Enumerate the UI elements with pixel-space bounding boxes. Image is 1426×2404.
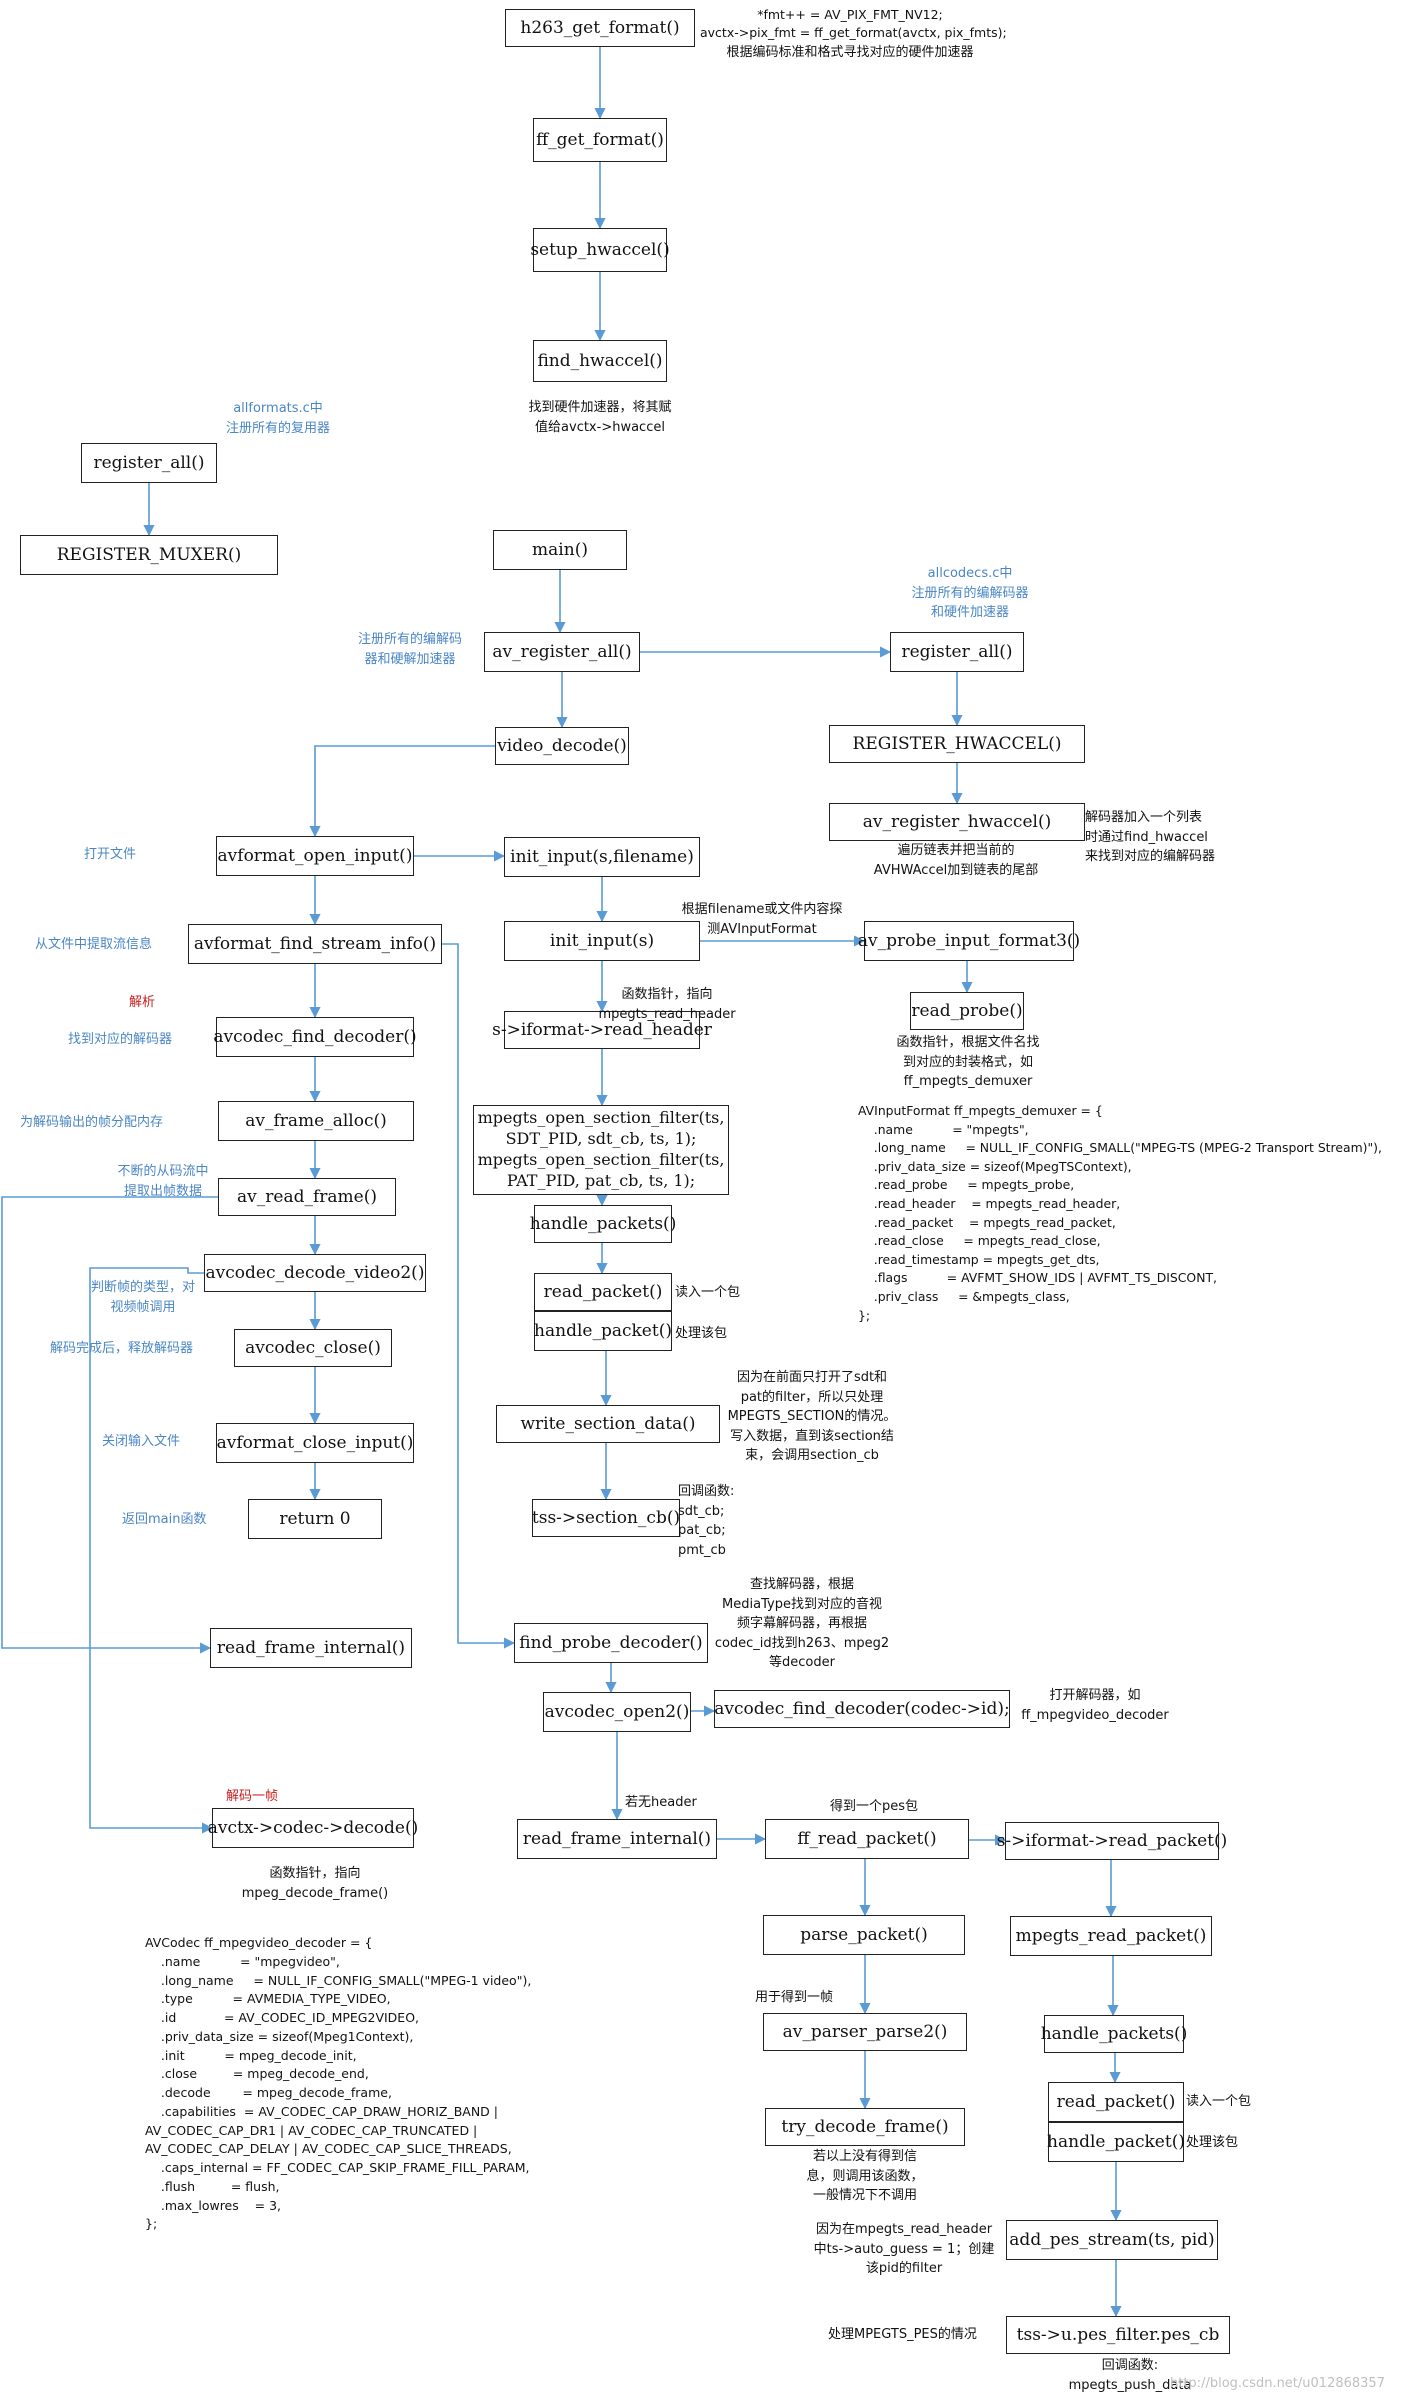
read-one-packet-2-label: 读入一个包 — [1186, 2094, 1252, 2109]
s-iformat-read-packet-box: s->iformat->read_packet() — [997, 1822, 1227, 1860]
probe-note: 根据filename或文件内容探 测AVInputFormat — [681, 902, 843, 937]
func-ptr-note: 函数指针，指向 mpegts_read_header — [598, 987, 736, 1022]
find-decoder-label: 找到对应的解码器 — [68, 1032, 173, 1047]
return-main-label: 返回main函数 — [122, 1512, 207, 1527]
register-muxer-box: REGISTER_MUXER() — [20, 535, 278, 575]
register-all-right-box: register_all() — [890, 632, 1024, 672]
close-input-label: 关闭输入文件 — [102, 1434, 181, 1449]
hwaccel-traverse-note: 遍历链表并把当前的 AVHWAccel加到链表的尾部 — [873, 843, 1039, 878]
h263-get-format-box: h263_get_format() — [505, 9, 695, 47]
av-frame-alloc-box: av_frame_alloc() — [218, 1101, 414, 1141]
avctx-codec-decode-box: avctx->codec->decode() — [208, 1808, 418, 1848]
register-all-left-box: register_all() — [81, 443, 217, 483]
allcodecs-note: allcodecs.c中 注册所有的编解码器 和硬件加速器 — [911, 566, 1029, 620]
fmt-note: *fmt++ = AV_PIX_FMT_NV12; avctx->pix_fmt… — [700, 7, 1007, 41]
handle-this-1-label: 处理该包 — [675, 1326, 728, 1341]
read-frame-internal-1-box: read_frame_internal() — [210, 1628, 412, 1668]
find-decoder-note: 查找解码器，根据 MediaType找到对应的音视 频字幕解码器，再根据 cod… — [714, 1577, 890, 1670]
main-box: main() — [493, 530, 627, 570]
find-hwaccel-note: 找到硬件加速器，将其赋 值给avctx->hwaccel — [528, 400, 672, 435]
av-register-hwaccel-box: av_register_hwaccel() — [829, 803, 1085, 841]
try-decode-frame-box: try_decode_frame() — [765, 2108, 965, 2146]
mpegts-read-packet-box: mpegts_read_packet() — [1010, 1916, 1212, 1956]
write-section-data-box: write_section_data() — [496, 1405, 720, 1443]
read-probe-box: read_probe() — [910, 992, 1024, 1030]
avformat-find-stream-info-box: avformat_find_stream_info() — [188, 924, 442, 964]
av-register-all-box: av_register_all() — [484, 632, 640, 672]
video-decode-box: video_decode() — [495, 727, 629, 765]
push-data-note: 回调函数: mpegts_push_data — [1068, 2358, 1192, 2393]
read-one-packet-1-label: 读入一个包 — [675, 1285, 741, 1300]
avformat-close-input-box: avformat_close_input() — [216, 1423, 414, 1463]
wire-decode-codec — [89, 1267, 214, 1834]
read-header-box: s->iformat->read_header — [492, 1011, 712, 1049]
pes-cb-box: tss->u.pes_filter.pes_cb — [1006, 2316, 1230, 2354]
close-decoder-label: 解码完成后，释放解码器 — [50, 1341, 194, 1356]
alloc-label: 为解码输出的帧分配内存 — [20, 1115, 164, 1130]
allformats-note: allformats.c中 注册所有的复用器 — [225, 401, 330, 436]
handle-packets-1-box: handle_packets() — [530, 1205, 676, 1243]
avcodec-close-box: avcodec_close() — [234, 1329, 392, 1367]
handle-packets-2-box: handle_packets() — [1041, 2015, 1187, 2053]
handle-packet-1-box: handle_packet() — [534, 1311, 672, 1351]
judge-frame-label: 判断帧的类型，对 视频帧调用 — [90, 1280, 195, 1315]
try-decode-note: 若以上没有得到信 息，则调用该函数， 一般情况下不调用 — [806, 2149, 924, 2203]
watermark: http://blog.csdn.net/u012868357 — [1170, 2376, 1385, 2391]
tss-section-cb-box: tss->section_cb() — [532, 1499, 680, 1537]
get-frame-note: 用于得到一帧 — [755, 1990, 834, 2005]
return-0-box: return 0 — [248, 1499, 382, 1539]
parse-packet-box: parse_packet() — [763, 1915, 965, 1955]
av-probe-input-format3-box: av_probe_input_format3() — [858, 921, 1080, 961]
register-codecs-note: 注册所有的编解码 器和硬解加速器 — [357, 632, 462, 667]
read-packet-1-box: read_packet() — [534, 1273, 672, 1311]
avcodec-find-decoder-box: avcodec_find_decoder() — [213, 1017, 417, 1057]
ff-get-format-box: ff_get_format() — [533, 118, 667, 162]
decode-ptr-note: 函数指针，指向 mpeg_decode_frame() — [241, 1866, 389, 1901]
mpegts-pes-note: 处理MPEGTS_PES的情况 — [828, 2327, 977, 2342]
avcodec-find-decoder-id-box: avcodec_find_decoder(codec->id); — [714, 1690, 1010, 1728]
handle-this-2-label: 处理该包 — [1186, 2135, 1239, 2150]
mpegts-open-section-filter-box: mpegts_open_section_filter(ts, SDT_PID, … — [473, 1105, 729, 1195]
mpegvideo-decoder-code: AVCodec ff_mpegvideo_decoder = { .name =… — [145, 1935, 532, 2232]
read-packet-2-box: read_packet() — [1048, 2082, 1184, 2122]
parse-label: 解析 — [129, 995, 156, 1010]
add-pes-stream-box: add_pes_stream(ts, pid) — [1006, 2220, 1218, 2260]
handle-packet-2-box: handle_packet() — [1047, 2122, 1185, 2162]
open-file-label: 打开文件 — [84, 847, 137, 862]
register-hwaccel-box: REGISTER_HWACCEL() — [829, 725, 1085, 763]
av-parser-parse2-box: av_parser_parse2() — [763, 2013, 967, 2051]
callback-note: 回调函数: sdt_cb; pat_cb; pmt_cb — [678, 1484, 735, 1558]
read-frames-label: 不断的从码流中 提取出帧数据 — [117, 1164, 209, 1199]
read-frame-internal-2-box: read_frame_internal() — [517, 1819, 717, 1859]
read-probe-note: 函数指针，根据文件名找 到对应的封装格式，如 ff_mpegts_demuxer — [896, 1035, 1040, 1089]
wire-read-loop — [1, 1196, 218, 1654]
auto-guess-note: 因为在mpegts_read_header 中ts->auto_guess = … — [813, 2222, 995, 2276]
init-input-s-box: init_input(s) — [504, 921, 700, 961]
hwaccel-list-note: 解码器加入一个列表 时通过find_hwaccel 来找到对应的编解码器 — [1085, 810, 1216, 864]
wire-find-probe — [442, 943, 516, 1649]
wire-video-open — [309, 745, 495, 838]
extract-stream-info-label: 从文件中提取流信息 — [35, 937, 153, 952]
avformat-open-input-box: avformat_open_input() — [216, 836, 414, 876]
init-input-filename-box: init_input(s,filename) — [504, 837, 700, 877]
got-pes-note: 得到一个pes包 — [830, 1799, 919, 1814]
no-header-note: 若无header — [625, 1795, 697, 1810]
decode-one-frame-label: 解码一帧 — [226, 1789, 279, 1804]
fmt-note-cn: 根据编码标准和格式寻找对应的硬件加速器 — [726, 45, 974, 60]
find-probe-decoder-box: find_probe_decoder() — [514, 1623, 708, 1663]
av-read-frame-box: av_read_frame() — [218, 1178, 396, 1216]
ff-read-packet-box: ff_read_packet() — [765, 1819, 969, 1859]
avcodec-decode-video2-box: avcodec_decode_video2() — [204, 1254, 426, 1292]
open-decoder-note: 打开解码器，如 ff_mpegvideo_decoder — [1021, 1688, 1169, 1723]
connector-arrows — [1, 47, 1122, 2318]
find-hwaccel-box: find_hwaccel() — [533, 340, 667, 382]
mpegts-demuxer-code: AVInputFormat ff_mpegts_demuxer = { .nam… — [858, 1103, 1382, 1323]
setup-hwaccel-box: setup_hwaccel() — [530, 228, 670, 272]
sdt-note: 因为在前面只打开了sdt和 pat的filter，所以只处理 MPEGTS_SE… — [727, 1370, 897, 1463]
avcodec-open2-box: avcodec_open2() — [543, 1692, 691, 1732]
